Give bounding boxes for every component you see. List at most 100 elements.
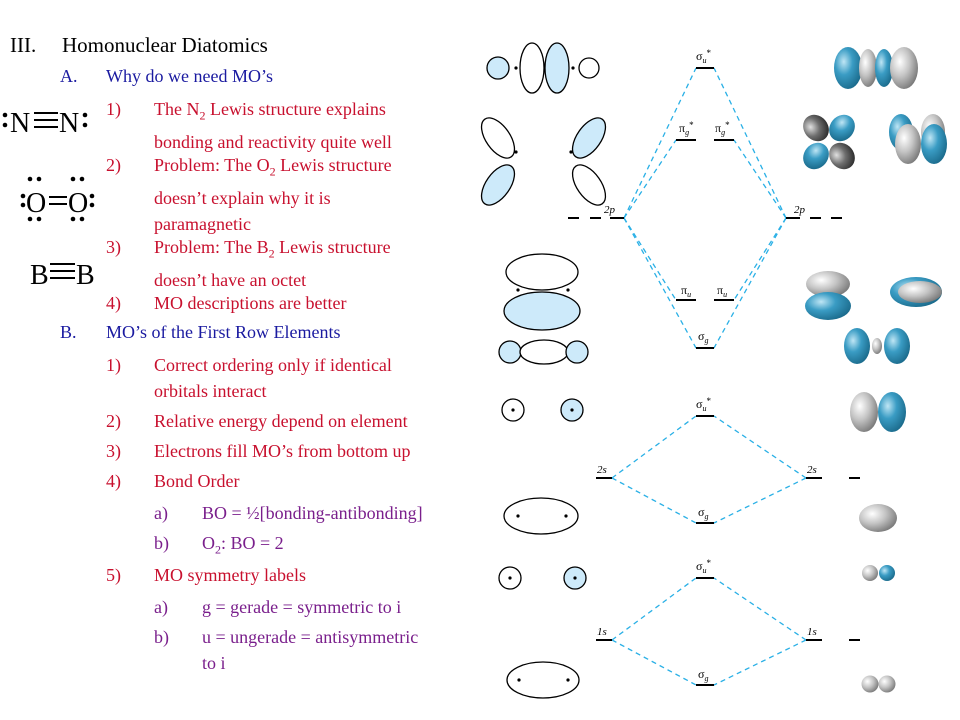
item-text: Lewis structure [274,237,391,257]
item-number: 4) [106,293,121,313]
mo-render-1s-sigma-u-star [862,565,895,581]
item-number: 2) [106,155,121,175]
sigma-bonding-drawing [498,339,589,365]
subscript: 2 [268,246,275,261]
mo-render-pi-u-1 [805,271,851,320]
item-text: Problem: The B [154,237,269,257]
item-text: The N [154,99,200,119]
lewis-b2: B B [30,254,110,291]
mo-render-2s-sigma-u-star [850,392,906,432]
item-text: Correct ordering only if identical [154,355,392,375]
item-text: MO descriptions are better [154,293,347,313]
outline-heading: III. Homonuclear Diatomics [10,33,268,58]
mo-render-sigma-u-star [834,47,918,89]
item-number: a) [154,597,168,617]
atom-right: N [59,108,79,139]
atom-left: O [26,188,46,219]
section-b-title: MO’s of the First Row Elements [106,322,341,342]
mo-label-pi-g-star-1: πg* [679,120,694,137]
ao-label-left-2p: 2p [604,204,616,216]
list-item-a4: 4) MO descriptions are better [106,290,466,316]
p-energy-diagram: 2p 2p σu* πg* πg* πu πu σg [568,48,842,349]
ao-label-right-2s: 2s [807,464,817,476]
heading-title: Homonuclear Diatomics [62,33,268,57]
item-number: 1) [106,99,121,119]
s2-energy-diagram: 2s 2s σu* σg [596,396,860,524]
atom-left: B [30,260,49,290]
mo-render-2s-sigma-g [859,504,897,532]
item-text: u = ungerade = antisymmetric [202,627,419,647]
item-text: g = gerade = symmetric to i [202,597,402,617]
mo-label-2s-sigma-u-star: σu* [696,396,711,413]
section-b: B. MO’s of the First Row Elements [60,322,341,343]
symmetry-b: b) u = ungerade = antisymmetric to i [154,624,474,676]
list-item-a2: 2) Problem: The O2 Lewis structure doesn… [106,152,466,237]
item-number: 1) [106,355,121,375]
list-item-b3: 3) Electrons fill MO’s from bottom up [106,438,476,464]
lewis-n2-drawing: N N [2,108,88,139]
ao-label-right-2p: 2p [794,204,806,216]
subscript: 2 [215,542,221,557]
item-number: 4) [106,471,121,491]
item-text: BO = ½[bonding-antibonding] [202,503,423,523]
list-item-b4: 4) Bond Order [106,468,466,494]
mo-render-pi-g-star-1 [803,114,855,170]
ao-label-right-1s: 1s [807,626,817,638]
item-text: Lewis structure [275,155,392,175]
item-text: bonding and reactivity quite well [154,131,392,152]
section-b-number: B. [60,322,77,342]
bond-order-a: a) BO = ½[bonding-antibonding] [154,500,474,526]
lewis-b2-drawing: B B [30,260,95,291]
s2-bonding-drawing [503,497,579,535]
item-number: b) [154,627,169,647]
item-text: orbitals interact [154,381,267,401]
list-item-b1: 1) Correct ordering only if identical or… [106,352,466,404]
mo-label-sigma-u-star: σu* [696,48,711,65]
ao-label-left-2s: 2s [597,464,607,476]
item-number: a) [154,503,168,523]
subscript: 2 [199,108,206,123]
atom-right: O [68,188,88,219]
s1-energy-diagram: 1s 1s σu* σg [596,558,860,686]
s2-atomic-drawing [501,398,584,422]
p-orbital-sigma-drawing [486,42,600,94]
section-a-number: A. [60,66,78,86]
list-item-a1: 1) The N2 Lewis structure explains bondi… [106,96,466,155]
p-orbital-pi-drawing [480,117,607,206]
lewis-o2: O O [18,172,98,224]
item-text: doesn’t explain why it is [154,187,331,208]
item-text: Lewis structure explains [205,99,386,119]
mo-label-pi-u-1: πu [681,283,691,299]
mo-label-sigma-g: σg [698,329,708,345]
item-text: O [202,533,215,553]
s1-bonding-drawing [506,661,580,699]
mo-label-pi-g-star-2: πg* [715,120,730,137]
item-text: to i [202,653,226,673]
mo-render-1s-sigma-g [861,675,896,693]
item-number: 2) [106,411,121,431]
list-item-a3: 3) Problem: The B2 Lewis structure doesn… [106,234,466,293]
bond-order-b: b) O2: BO = 2 [154,530,474,563]
item-text: paramagnetic [154,213,251,234]
item-number: 3) [106,441,121,461]
item-text: Problem: The O [154,155,270,175]
item-text: MO symmetry labels [154,565,306,585]
list-item-b5: 5) MO symmetry labels [106,562,466,588]
mo-diagram: 2p 2p σu* πg* πg* πu πu σg 2s 2s σu* σg [480,42,947,699]
ao-label-left-1s: 1s [597,626,607,638]
lewis-o2-drawing: O O [20,176,95,222]
section-a-title: Why do we need MO’s [106,66,273,86]
symmetry-a: a) g = gerade = symmetric to i [154,594,474,620]
mo-label-1s-sigma-g: σg [698,667,708,683]
s1-atomic-drawing [498,566,587,590]
item-text: : BO = 2 [221,533,284,553]
atom-right: B [76,260,95,290]
mo-render-sigma-g-p [844,328,910,364]
item-text: doesn’t have an octet [154,269,307,290]
mo-label-2s-sigma-g: σg [698,505,708,521]
item-text: Electrons fill MO’s from bottom up [154,441,411,461]
list-item-b2: 2) Relative energy depend on element [106,408,476,434]
heading-number: III. [10,33,37,57]
lewis-n2: N N [0,100,100,140]
mo-label-pi-u-2: πu [717,283,727,299]
